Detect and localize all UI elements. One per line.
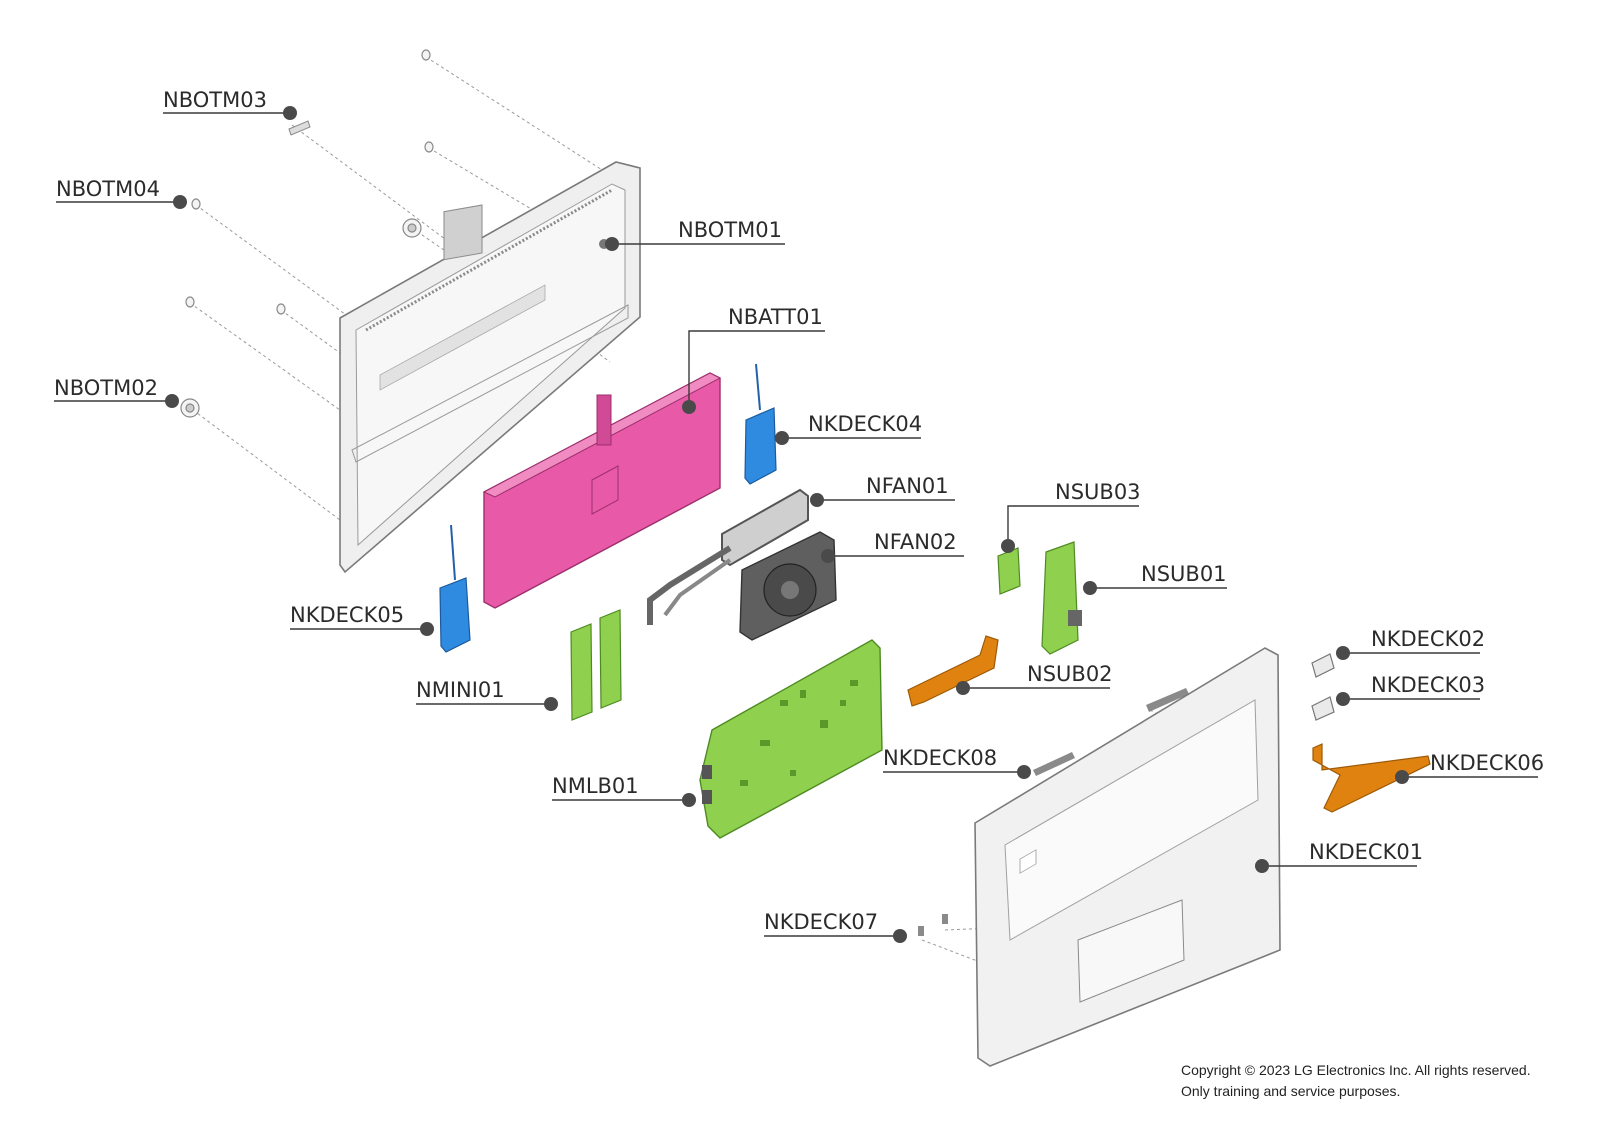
label-nsub01: NSUB01 bbox=[1141, 562, 1227, 586]
speaker-right bbox=[744, 363, 777, 485]
label-nmini01: NMINI01 bbox=[416, 678, 505, 702]
top-case bbox=[974, 647, 1281, 1067]
bottom-chassis bbox=[339, 161, 641, 574]
label-nkdeck02: NKDECK02 bbox=[1371, 627, 1485, 651]
callout-leaders bbox=[54, 106, 1538, 943]
nbotm03-part bbox=[288, 120, 311, 136]
label-nbotm04: NBOTM04 bbox=[56, 177, 160, 201]
usage-note: Only training and service purposes. bbox=[1181, 1083, 1401, 1099]
speaker-left bbox=[439, 524, 471, 653]
motherboard bbox=[699, 639, 883, 839]
label-nfan01: NFAN01 bbox=[866, 474, 949, 498]
battery bbox=[482, 372, 722, 609]
label-nbotm01: NBOTM01 bbox=[678, 218, 782, 242]
label-nkdeck05: NKDECK05 bbox=[290, 603, 404, 627]
rubber-foot-icon bbox=[407, 223, 417, 233]
label-nkdeck01: NKDECK01 bbox=[1309, 840, 1423, 864]
label-nbatt01: NBATT01 bbox=[728, 305, 823, 329]
label-nkdeck06: NKDECK06 bbox=[1430, 751, 1544, 775]
screw-icon bbox=[421, 49, 431, 61]
label-nsub03: NSUB03 bbox=[1055, 480, 1141, 504]
screw-icon bbox=[424, 141, 434, 153]
nsub03-board bbox=[997, 547, 1021, 595]
label-nkdeck07: NKDECK07 bbox=[764, 910, 878, 934]
memory-modules bbox=[570, 609, 622, 721]
label-nbotm03: NBOTM03 bbox=[163, 88, 267, 112]
nsub01-board bbox=[1041, 541, 1082, 655]
hinges bbox=[1311, 653, 1335, 721]
label-nbotm02: NBOTM02 bbox=[54, 376, 158, 400]
copyright-line: Copyright © 2023 LG Electronics Inc. All… bbox=[1181, 1062, 1531, 1078]
heatpipe bbox=[647, 488, 809, 625]
nkdeck06-cable bbox=[1312, 743, 1431, 813]
label-nkdeck03: NKDECK03 bbox=[1371, 673, 1485, 697]
label-nkdeck04: NKDECK04 bbox=[808, 412, 922, 436]
screw-icon bbox=[185, 296, 195, 308]
nsub02-cable bbox=[907, 635, 999, 707]
label-nmlb01: NMLB01 bbox=[552, 774, 639, 798]
callout-labels: NBOTM03 NBOTM04 NBOTM01 NBOTM02 NBATT01 … bbox=[54, 88, 1544, 934]
screw-icon bbox=[276, 303, 286, 315]
label-nfan02: NFAN02 bbox=[874, 530, 957, 554]
gaskets bbox=[1033, 688, 1189, 776]
rubber-foot-icon bbox=[185, 403, 195, 413]
nkdeck07-parts bbox=[918, 914, 948, 936]
screw-icon bbox=[191, 198, 201, 210]
label-nsub02: NSUB02 bbox=[1027, 662, 1113, 686]
screws bbox=[180, 49, 434, 418]
copyright-notice: Copyright © 2023 LG Electronics Inc. All… bbox=[1181, 1060, 1531, 1102]
fan bbox=[739, 531, 837, 641]
label-nkdeck08: NKDECK08 bbox=[883, 746, 997, 770]
